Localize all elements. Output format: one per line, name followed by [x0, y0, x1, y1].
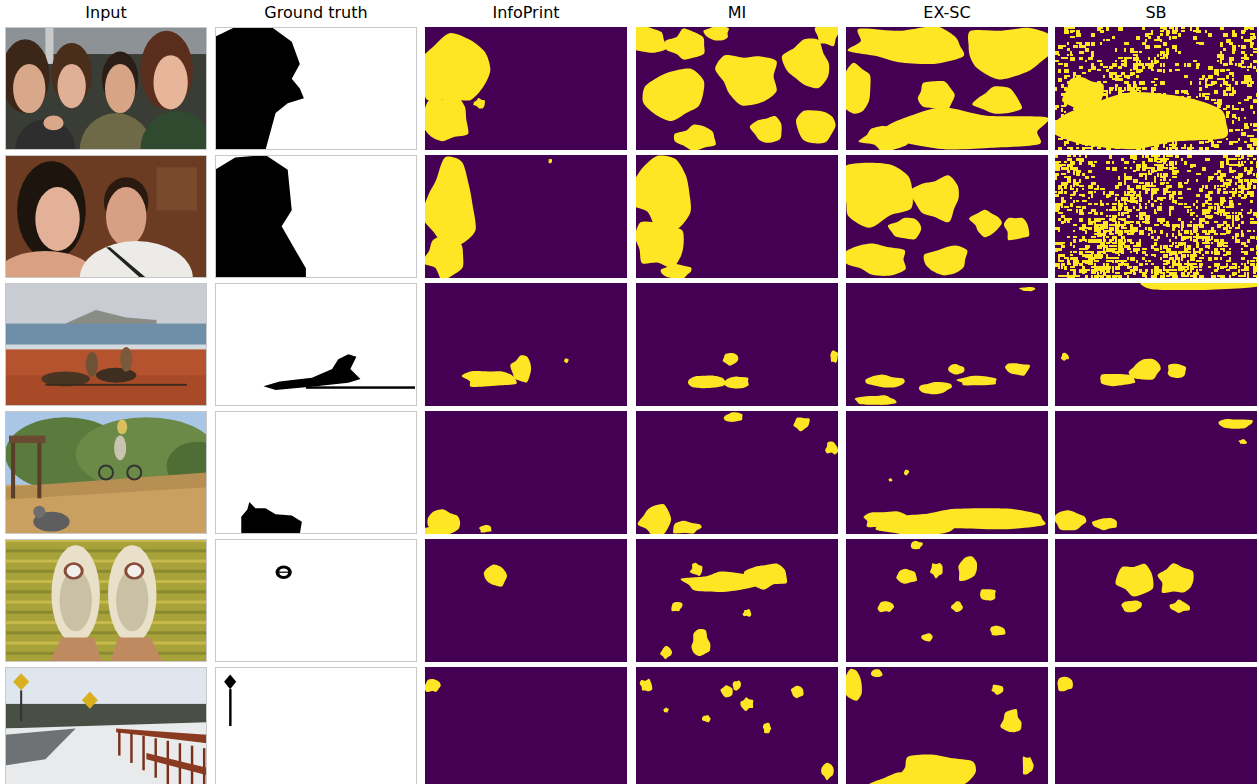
predicted-mask [636, 411, 838, 534]
ground-truth-mask [215, 411, 417, 534]
predicted-mask [636, 27, 838, 150]
predicted-mask [846, 283, 1048, 406]
cell-frame [216, 412, 417, 534]
cell-frame [6, 668, 207, 784]
input-photo [5, 155, 207, 278]
column-header: Ground truth [215, 2, 417, 24]
cell-frame [6, 156, 207, 278]
cell-frame [6, 540, 207, 662]
predicted-mask [1055, 283, 1257, 406]
predicted-mask [846, 539, 1048, 662]
input-photo [5, 27, 207, 150]
column-header: SB [1055, 2, 1257, 24]
predicted-mask [425, 539, 627, 662]
ground-truth-mask [215, 283, 417, 406]
input-photo [5, 539, 207, 662]
ground-truth-mask [215, 27, 417, 150]
ground-truth-mask [215, 155, 417, 278]
cell-frame [6, 412, 207, 534]
ground-truth-mask [215, 667, 417, 784]
predicted-mask [425, 155, 627, 278]
predicted-mask [636, 667, 838, 784]
cell-frame [216, 668, 417, 784]
cell-frame [216, 28, 417, 150]
ground-truth-mask [215, 539, 417, 662]
predicted-mask [1055, 411, 1257, 534]
predicted-mask [1055, 539, 1257, 662]
predicted-mask [425, 411, 627, 534]
column-header: Input [5, 2, 207, 24]
column-header: InfoPrint [425, 2, 627, 24]
predicted-mask [636, 155, 838, 278]
input-photo [5, 411, 207, 534]
predicted-mask [1055, 27, 1257, 150]
column-header: EX-SC [846, 2, 1048, 24]
predicted-mask [846, 411, 1048, 534]
cell-frame [216, 284, 417, 406]
predicted-mask [1055, 155, 1257, 278]
cell-frame [6, 284, 207, 406]
input-photo [5, 667, 207, 784]
column-header: MI [636, 2, 838, 24]
predicted-mask [425, 27, 627, 150]
cell-frame [216, 540, 417, 662]
predicted-mask [846, 667, 1048, 784]
predicted-mask [636, 283, 838, 406]
cell-frame [216, 156, 417, 278]
predicted-mask [425, 283, 627, 406]
predicted-mask [425, 667, 627, 784]
cell-frame [6, 28, 207, 150]
predicted-mask [636, 539, 838, 662]
predicted-mask [846, 27, 1048, 150]
predicted-mask [846, 155, 1048, 278]
predicted-mask [1055, 667, 1257, 784]
input-photo [5, 283, 207, 406]
